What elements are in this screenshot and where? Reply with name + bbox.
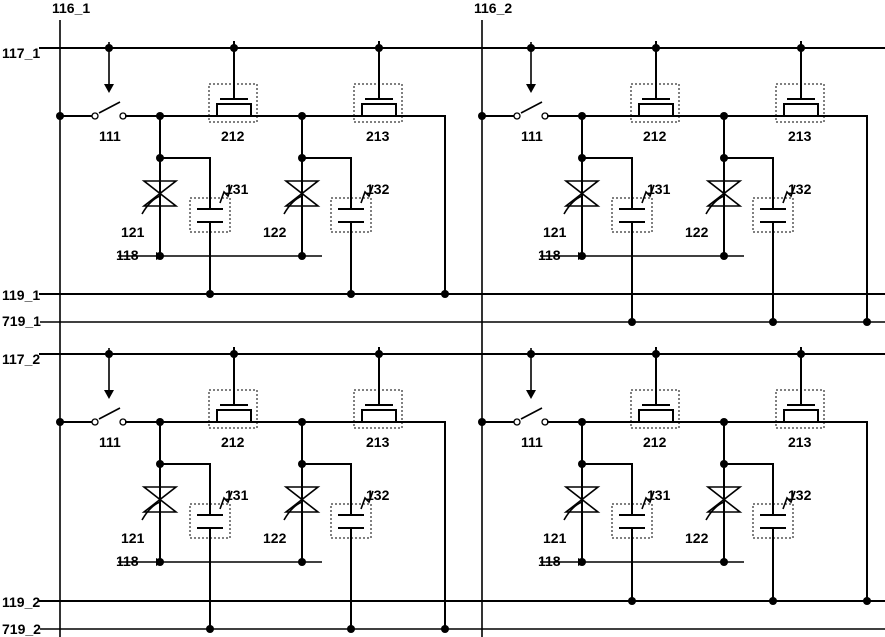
line-label-119-2: 119_2 (2, 594, 40, 610)
cell-row2-col2 (482, 348, 867, 600)
power-label-117-2: 117_2 (2, 351, 40, 367)
line-label-719-2: 719_2 (2, 621, 41, 637)
column-label-116-1: 116_1 (52, 0, 90, 16)
column-label-116-2: 116_2 (474, 0, 512, 16)
line-label-719-1: 719_1 (2, 313, 41, 329)
cell-input-junctions (56, 112, 486, 426)
cell-row1-col1 (60, 42, 445, 294)
cell-row2-col1 (60, 348, 445, 600)
bus-junctions-row2-col1 (206, 600, 449, 633)
cell-row1-col2 (482, 42, 867, 294)
line-label-119-1: 119_1 (2, 287, 40, 303)
power-label-117-1: 117_1 (2, 45, 40, 61)
